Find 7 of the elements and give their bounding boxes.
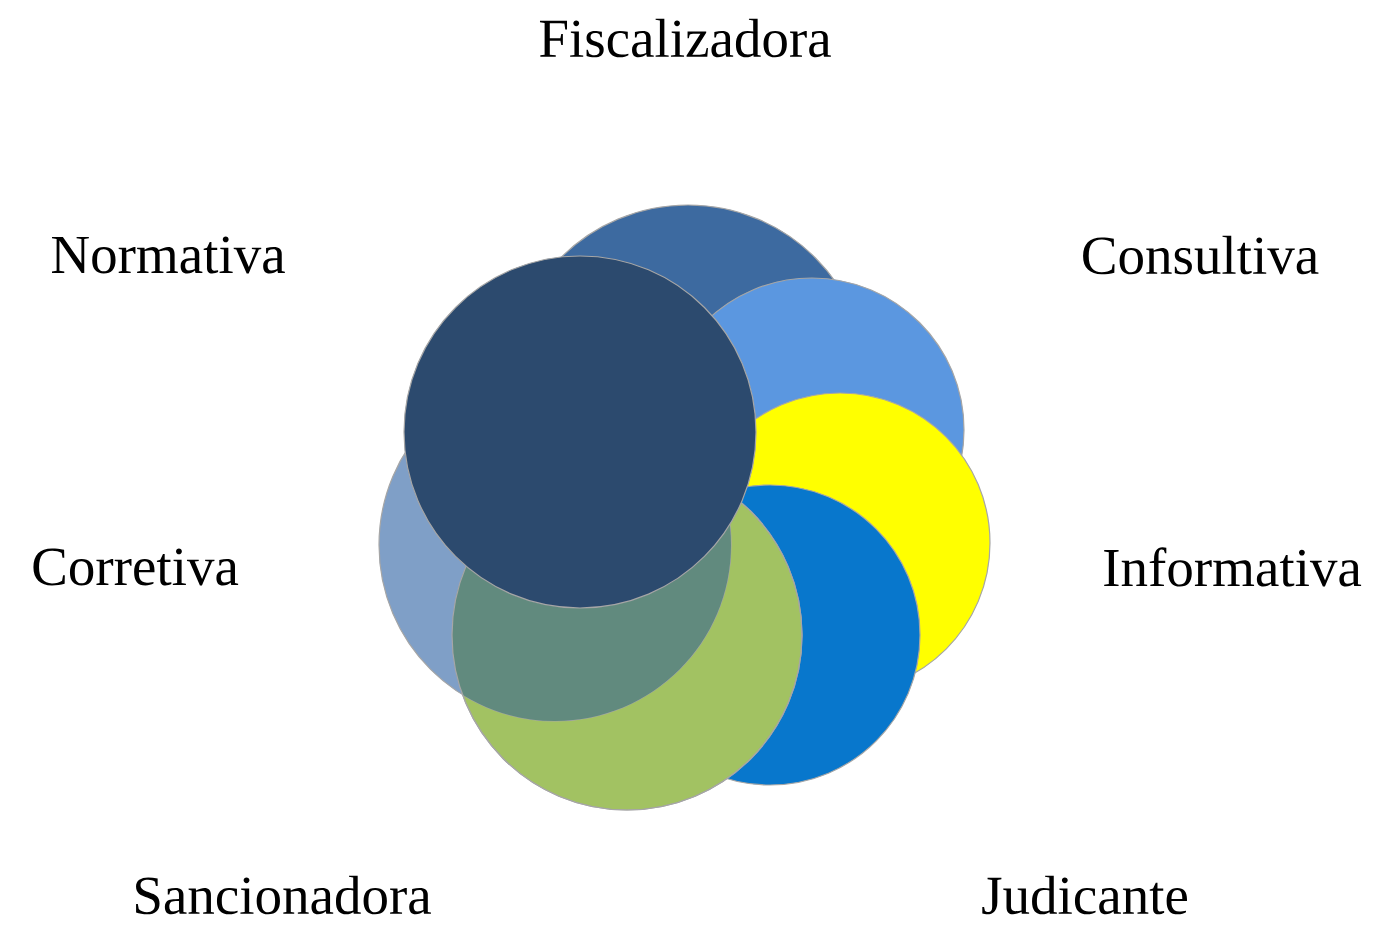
function-label: Corretiva (33, 548, 239, 586)
function-label: Sancionadora (136, 875, 431, 915)
function-label: Fiscalizadora (540, 18, 831, 58)
function-label: Judicante (982, 875, 1187, 915)
function-label: Normativa (52, 236, 285, 274)
function-label: Consultiva (1083, 235, 1319, 275)
function-label: Informativa (1104, 547, 1362, 587)
